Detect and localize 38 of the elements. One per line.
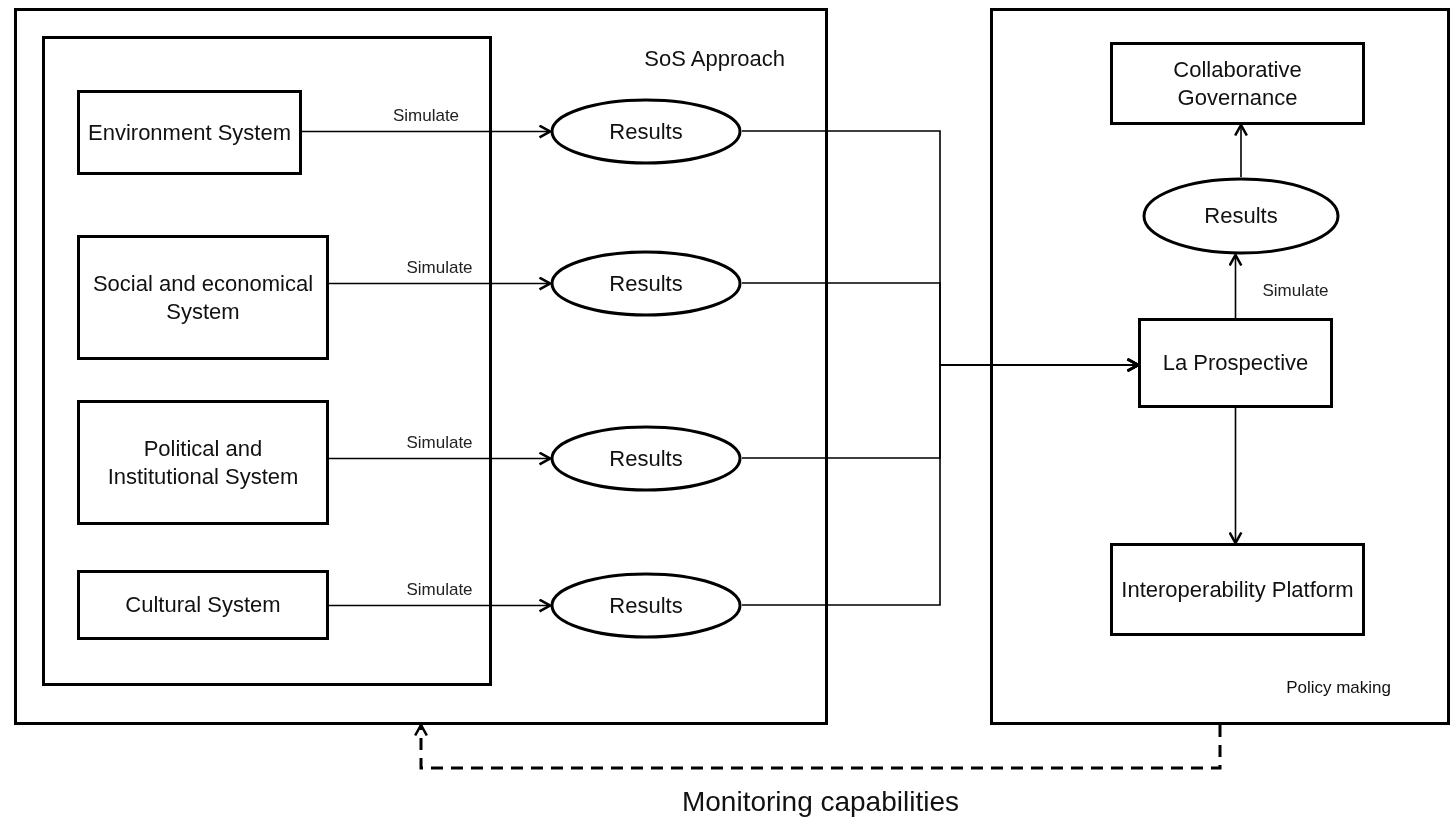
node-label: Social and economical System <box>91 269 315 326</box>
node-label: La Prospective <box>1161 349 1310 377</box>
system-box <box>1110 543 1365 636</box>
group-heading: Policy making <box>1286 677 1391 699</box>
node-label: Collaborative Governance <box>1172 55 1303 112</box>
node-label: Political and Institutional System <box>106 434 300 491</box>
arrow <box>328 276 552 291</box>
group-box <box>990 8 1450 725</box>
node-label: Interoperability Platform <box>1120 575 1355 604</box>
dashed-arrow <box>413 723 1222 770</box>
group-box <box>14 8 828 725</box>
node-label: Environment System <box>87 118 292 147</box>
arrow <box>301 124 552 139</box>
node-label: Results <box>608 269 684 298</box>
arrow <box>1228 407 1243 545</box>
system-box <box>1110 42 1365 125</box>
group-heading: SoS Approach <box>644 45 785 73</box>
arrow <box>1233 123 1249 178</box>
node-label: Results <box>608 444 684 473</box>
results-ellipse <box>550 98 742 165</box>
system-box <box>77 90 302 175</box>
results-ellipse <box>1142 177 1340 255</box>
system-box <box>1138 318 1333 408</box>
node-label: Results <box>1203 202 1279 230</box>
system-box <box>77 400 329 525</box>
results-ellipse <box>550 250 742 317</box>
node-label: Results <box>608 117 684 146</box>
system-box <box>77 235 329 360</box>
node-label: Cultural System <box>124 591 282 619</box>
arrow <box>741 357 1140 606</box>
arrow <box>328 598 552 613</box>
arrow <box>328 451 552 466</box>
results-ellipse <box>550 572 742 639</box>
node-label: Results <box>608 591 684 620</box>
system-box <box>77 570 329 640</box>
results-ellipse <box>550 425 742 492</box>
arrow <box>1228 253 1243 319</box>
container-box <box>42 36 492 686</box>
